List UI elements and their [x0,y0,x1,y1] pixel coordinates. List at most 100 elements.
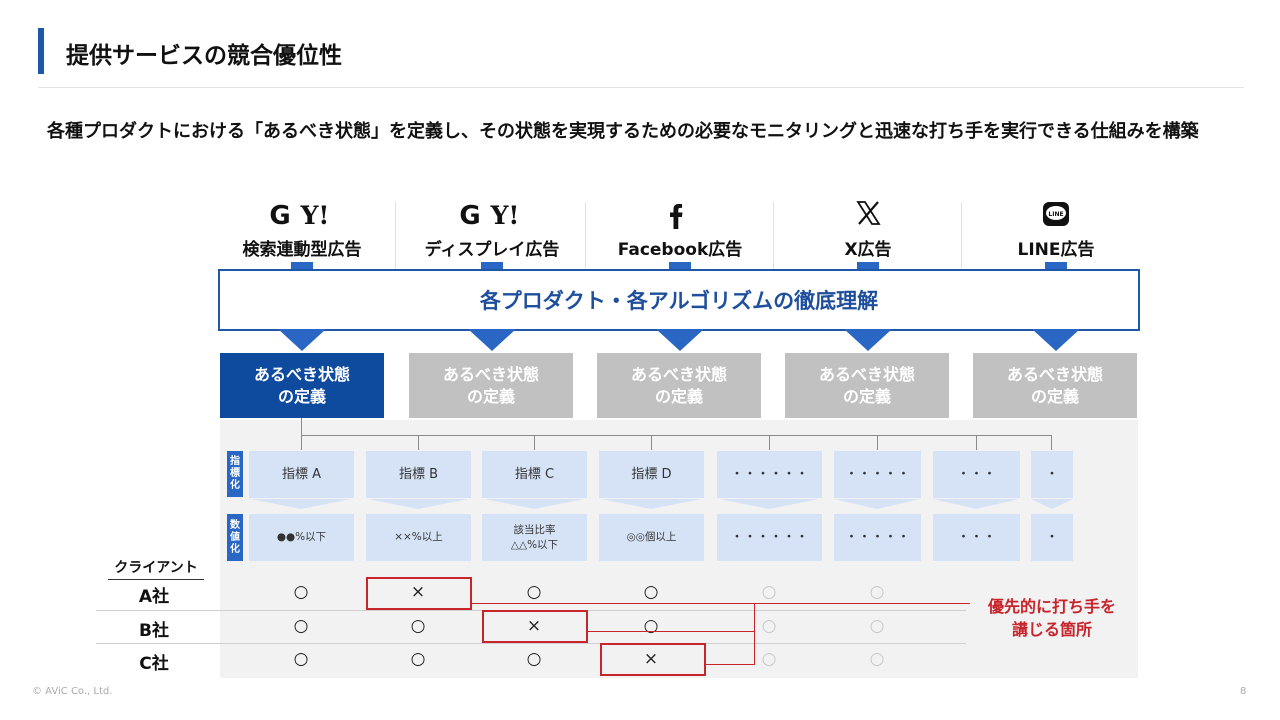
mark-circle-faded: ○ [869,649,885,669]
mark-circle-faded: ○ [869,616,885,636]
priority-callout: 優先的に打ち手を講じる箇所 [987,597,1116,639]
state-definition-box: あるべき状態の定義 [973,353,1137,418]
tree-line [1051,435,1052,450]
google-yahoo-logo: G Y! [402,198,582,232]
svg-text:G: G [459,201,480,231]
side-label-indicator: 指標化 [227,451,243,497]
down-arrow-icon [844,329,892,351]
callout-connector [754,603,755,665]
numeric-cell: ××%以上 [366,514,471,561]
down-arrow-icon [656,329,704,351]
mark-circle-faded: ○ [761,616,777,636]
column-divider [585,202,586,274]
tree-line [301,435,302,450]
indicator-cell: 指標 B [366,451,471,498]
tree-line [301,435,1051,436]
mark-circle: ○ [293,582,309,602]
product-label-display: ディスプレイ広告 [424,240,560,260]
priority-highlight-box [366,577,472,610]
column-divider [773,202,774,274]
callout-connector [586,631,754,632]
mark-circle-faded: ○ [761,649,777,669]
client-name: C社 [139,654,169,674]
chevron-down-icon [251,499,351,509]
numeric-cell: 該当比率△△%以下 [482,514,587,561]
x-icon [778,198,958,232]
side-label-numeric: 数値化 [227,514,243,561]
mark-circle: ○ [293,649,309,669]
svg-text:Y!: Y! [490,201,520,230]
tree-line [301,418,302,436]
indicator-cell: ・・・・・・ [717,451,822,498]
callout-connector [470,603,970,604]
page-title: 提供サービスの競合優位性 [66,43,342,69]
product-label-line: LINE広告 [1017,240,1095,260]
tree-line [769,435,770,450]
tree-line [651,435,652,450]
chevron-down-icon [368,499,468,509]
line-icon: LINE [966,198,1146,232]
svg-text:Y!: Y! [300,201,330,230]
chevron-down-icon [834,499,920,509]
callout-connector [704,664,754,665]
mark-cross: × [410,582,426,602]
mark-circle: ○ [526,649,542,669]
google-yahoo-logo: G Y! [212,198,392,232]
line-logo-text: LINE [1048,211,1063,218]
mark-circle: ○ [293,616,309,636]
tree-line [877,435,878,450]
state-definition-box: あるべき状態の定義 [597,353,761,418]
state-definition-box-active: あるべき状態の定義 [220,353,384,418]
indicator-cell: ・・・・・ [834,451,921,498]
priority-highlight-box [600,643,706,676]
product-label-facebook: Facebook広告 [617,240,743,260]
indicator-cell: 指標 A [249,451,354,498]
product-label-search: 検索連動型広告 [242,240,362,260]
numeric-cell: ●●%以下 [249,514,354,561]
state-definition-box: あるべき状態の定義 [409,353,573,418]
numeric-cell: ・ [1031,514,1073,561]
client-name: B社 [139,621,169,641]
lead-text: 各種プロダクトにおける「あるべき状態」を定義し、その状態を実現するための必要なモ… [47,121,1199,142]
clients-header: クライアント [108,557,204,580]
mark-circle: ○ [410,616,426,636]
indicator-cell: 指標 C [482,451,587,498]
numeric-cell: ・・・ [933,514,1020,561]
mark-circle-faded: ○ [869,582,885,602]
down-arrow-icon [1032,329,1080,351]
mark-circle: ○ [643,582,659,602]
title-accent-bar [38,28,44,74]
mark-circle-faded: ○ [761,582,777,602]
tree-line [534,435,535,450]
chevron-down-icon [933,499,1019,509]
mark-circle: ○ [526,582,542,602]
tree-line [976,435,977,450]
page-number: 8 [1240,686,1247,697]
down-arrow-icon [278,329,326,351]
mark-cross: × [526,616,542,636]
facebook-icon [590,198,770,232]
column-divider [961,202,962,274]
column-divider [395,202,396,274]
algorithm-banner: 各プロダクト・各アルゴリズムの徹底理解 [218,269,1140,331]
chevron-down-icon [1031,499,1073,509]
indicator-cell: ・・・ [933,451,1020,498]
indicator-cell: ・ [1031,451,1073,498]
title-divider [38,87,1244,88]
numeric-cell: ・・・・・ [834,514,921,561]
numeric-cell: ・・・・・・ [717,514,822,561]
tree-line [418,435,419,450]
chevron-down-icon [719,499,819,509]
numeric-cell: ◎◎個以上 [599,514,704,561]
state-definition-box: あるべき状態の定義 [785,353,949,418]
mark-cross: × [643,649,659,669]
chevron-down-icon [484,499,584,509]
down-arrow-icon [468,329,516,351]
svg-text:G: G [269,201,290,231]
client-name: A社 [138,587,170,607]
priority-highlight-box [482,610,588,643]
mark-circle: ○ [410,649,426,669]
product-label-x: X広告 [844,240,892,260]
row-divider [96,643,966,644]
mark-circle: ○ [643,616,659,636]
